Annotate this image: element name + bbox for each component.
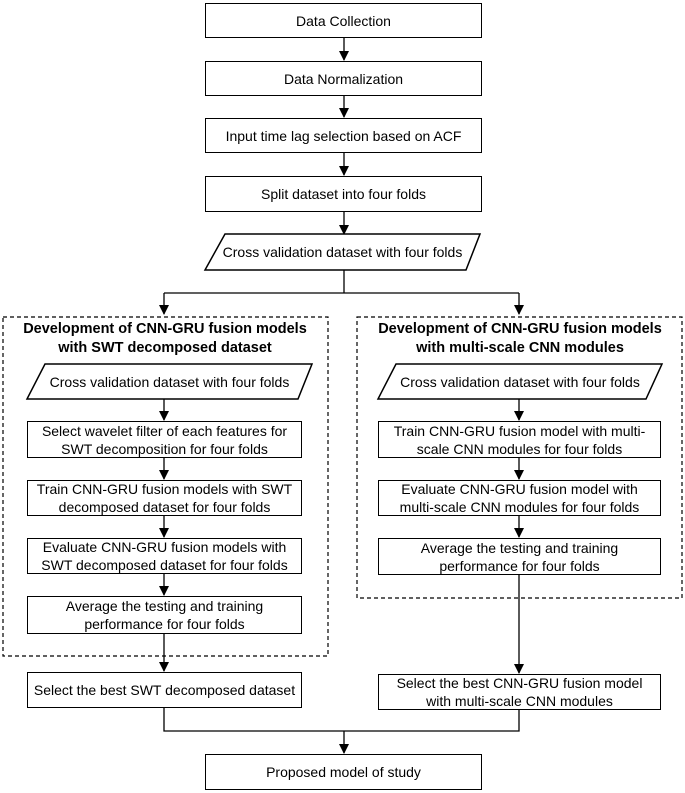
split-dataset-box: Split dataset into four folds xyxy=(205,176,482,212)
right-cv-dataset-parallelogram xyxy=(376,363,664,400)
right-cv-dataset-label: Cross validation dataset with four folds xyxy=(400,373,640,390)
right-average-box: Average the testing and training perform… xyxy=(378,538,661,575)
left-average-box: Average the testing and training perform… xyxy=(27,596,302,634)
right-train-box: Train CNN-GRU fusion model with multi-sc… xyxy=(378,421,661,458)
merge-left-line xyxy=(163,708,344,732)
left-cv-dataset-label: Cross validation dataset with four folds xyxy=(49,373,290,390)
proposed-model-box: Proposed model of study xyxy=(205,754,482,790)
data-collection-box: Data Collection xyxy=(205,3,482,38)
left-train-box: Train CNN-GRU fusion models with SWT dec… xyxy=(27,480,302,516)
select-best-multiscale-box: Select the best CNN-GRU fusion model wit… xyxy=(378,674,661,710)
right-evaluate-box: Evaluate CNN-GRU fusion model with multi… xyxy=(378,480,661,516)
lag-selection-box: Input time lag selection based on ACF xyxy=(205,118,482,153)
left-cv-dataset-parallelogram xyxy=(25,363,314,400)
cv-dataset-parallelogram xyxy=(203,233,482,271)
cv-dataset-label: Cross validation dataset with four folds xyxy=(222,244,463,260)
right-group-boundary xyxy=(356,316,683,599)
left-evaluate-box: Evaluate CNN-GRU fusion models with SWT … xyxy=(27,538,302,574)
right-group-title: Development of CNN-GRU fusion models wit… xyxy=(378,321,662,356)
select-wavelet-box: Select wavelet filter of each features f… xyxy=(27,421,302,458)
select-best-swt-box: Select the best SWT decomposed dataset xyxy=(27,672,302,708)
data-normalization-box: Data Normalization xyxy=(205,61,482,96)
left-group-boundary xyxy=(2,316,329,657)
left-group-title: Development of CNN-GRU fusion models wit… xyxy=(23,321,307,356)
merge-right-line xyxy=(344,710,520,732)
